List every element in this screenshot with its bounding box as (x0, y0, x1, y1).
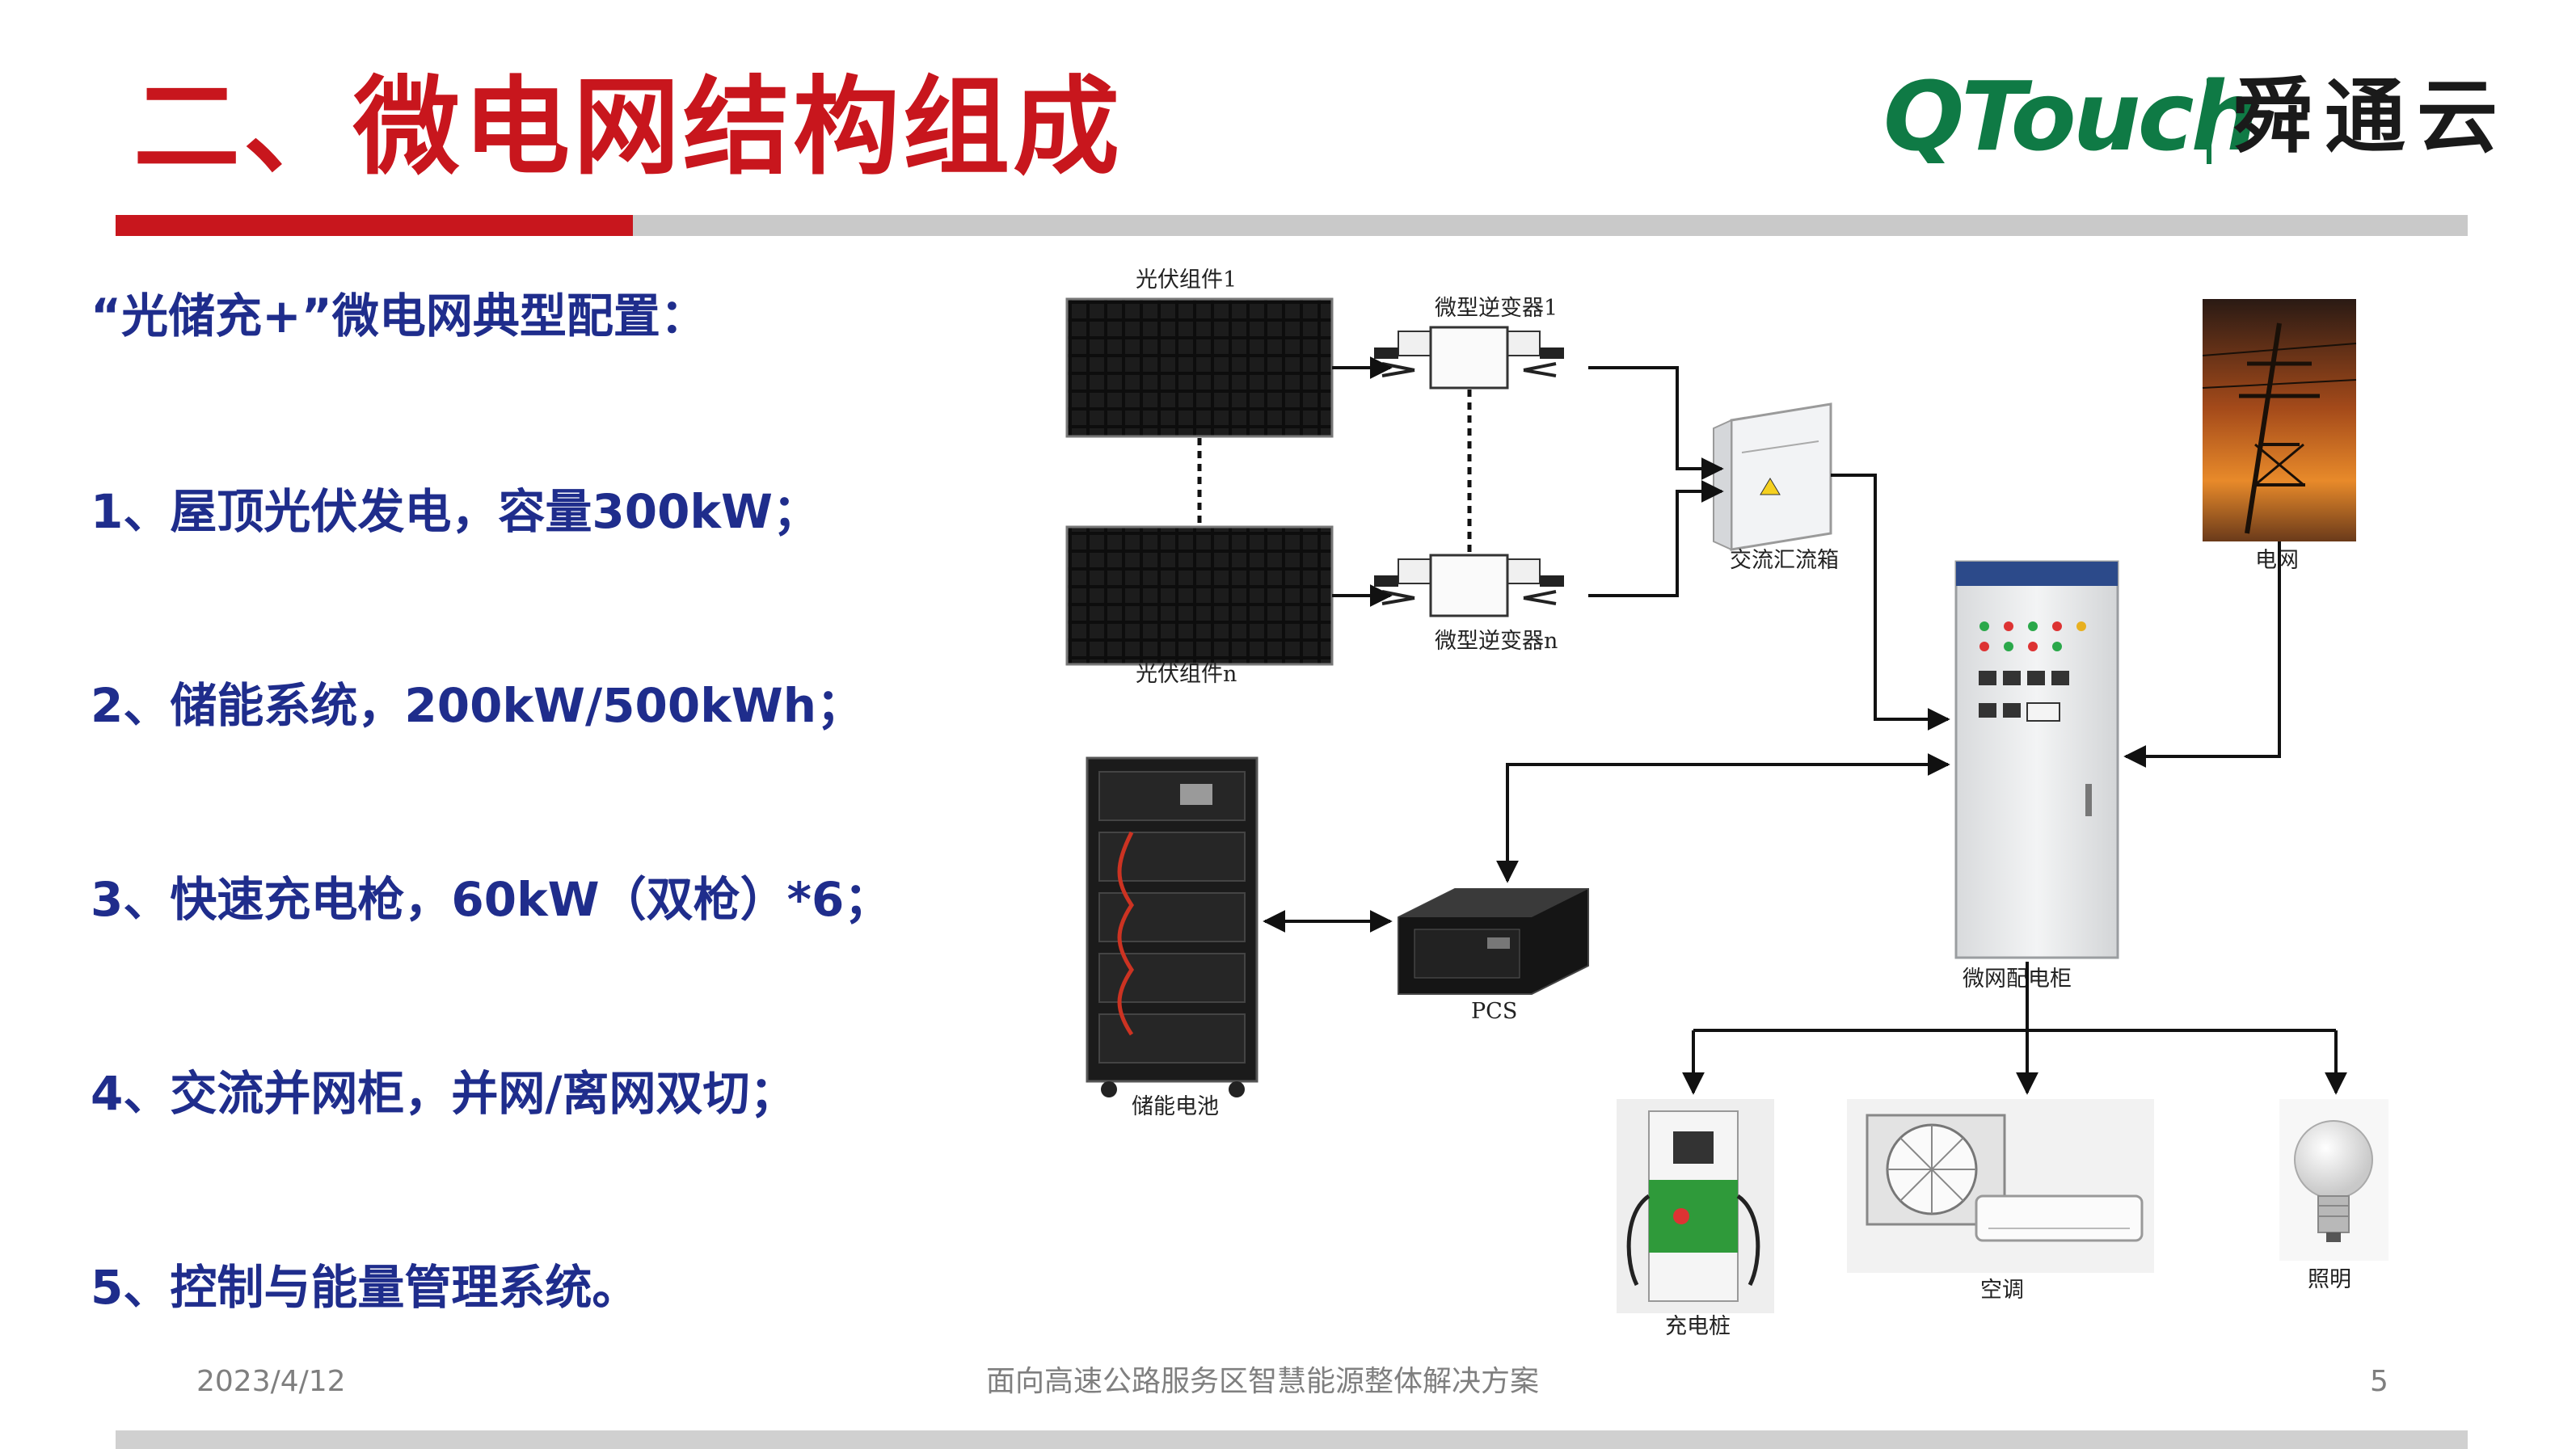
config-item-storage: 2、储能系统，200kW/500kWh； (91, 678, 864, 733)
inverter1-to-combiner-arrow (1588, 366, 1724, 480)
footer-date: 2023/4/12 (196, 1365, 346, 1398)
charging-pile-image (1617, 1099, 1774, 1313)
config-heading: “光储充+”微电网典型配置： (91, 289, 707, 343)
grid-tower-image (2202, 299, 2357, 541)
invertern-to-combiner-arrow (1588, 480, 1724, 597)
micro-inverter-1 (1374, 326, 1564, 390)
logo-separator (2207, 78, 2211, 164)
micro-inverter-n (1374, 554, 1564, 617)
micro-inverter-n-label: 微型逆变器n (1435, 629, 1558, 654)
microgrid-diagram: 光伏组件1 光伏组件n 微型逆变器1 微型逆变器n (1065, 267, 2388, 1339)
page-title: 二、微电网结构组成 (133, 65, 1123, 190)
micro-inverter-1-label: 微型逆变器1 (1435, 296, 1558, 321)
pv-module-1-label: 光伏组件1 (1136, 267, 1237, 293)
air-conditioner-label: 空调 (1980, 1278, 2024, 1303)
pv-module-n-label: 光伏组件n (1136, 662, 1237, 687)
config-item-ems: 5、控制与能量管理系统。 (91, 1260, 639, 1315)
lighting-label: 照明 (2308, 1267, 2351, 1292)
microgrid-cabinet (1954, 560, 2119, 959)
cabinet-pcs-arrow (1496, 753, 1950, 883)
pcs-label: PCS (1471, 999, 1517, 1024)
pv-module-1 (1065, 297, 1334, 438)
grid-label: 电网 (2255, 548, 2299, 573)
config-item-charger: 3、快速充电枪，60kW（双枪）*6； (91, 872, 892, 927)
microgrid-cabinet-label: 微网配电柜 (1963, 967, 2072, 992)
company-logo: QTouch 舜通云 (1883, 69, 2514, 174)
logo-chinese-name: 舜通云 (2232, 70, 2509, 164)
charging-pile-label: 充电桩 (1665, 1314, 1731, 1339)
ac-combiner-label: 交流汇流箱 (1730, 548, 1839, 573)
light-bulb-image (2279, 1099, 2388, 1261)
air-conditioner-image (1847, 1099, 2154, 1273)
footer-title: 面向高速公路服务区智慧能源整体解决方案 (986, 1365, 1540, 1398)
page-number: 5 (2370, 1365, 2388, 1398)
pcs-unit (1398, 888, 1589, 995)
config-item-pv: 1、屋顶光伏发电，容量300kW； (91, 484, 820, 539)
header-divider-accent (116, 215, 633, 236)
grid-to-cabinet-arrow (2123, 541, 2281, 768)
logo-wordmark: QTouch (1883, 61, 2259, 172)
config-item-grid-cabinet: 4、交流并网柜，并网/离网双切； (91, 1066, 797, 1121)
storage-battery-label: 储能电池 (1132, 1094, 1219, 1119)
ac-combiner-box (1713, 402, 1832, 551)
pv-module-n (1065, 525, 1334, 666)
combiner-to-cabinet-arrow (1831, 474, 1950, 731)
footer-divider (116, 1430, 2468, 1449)
storage-battery-rack (1086, 756, 1258, 1097)
